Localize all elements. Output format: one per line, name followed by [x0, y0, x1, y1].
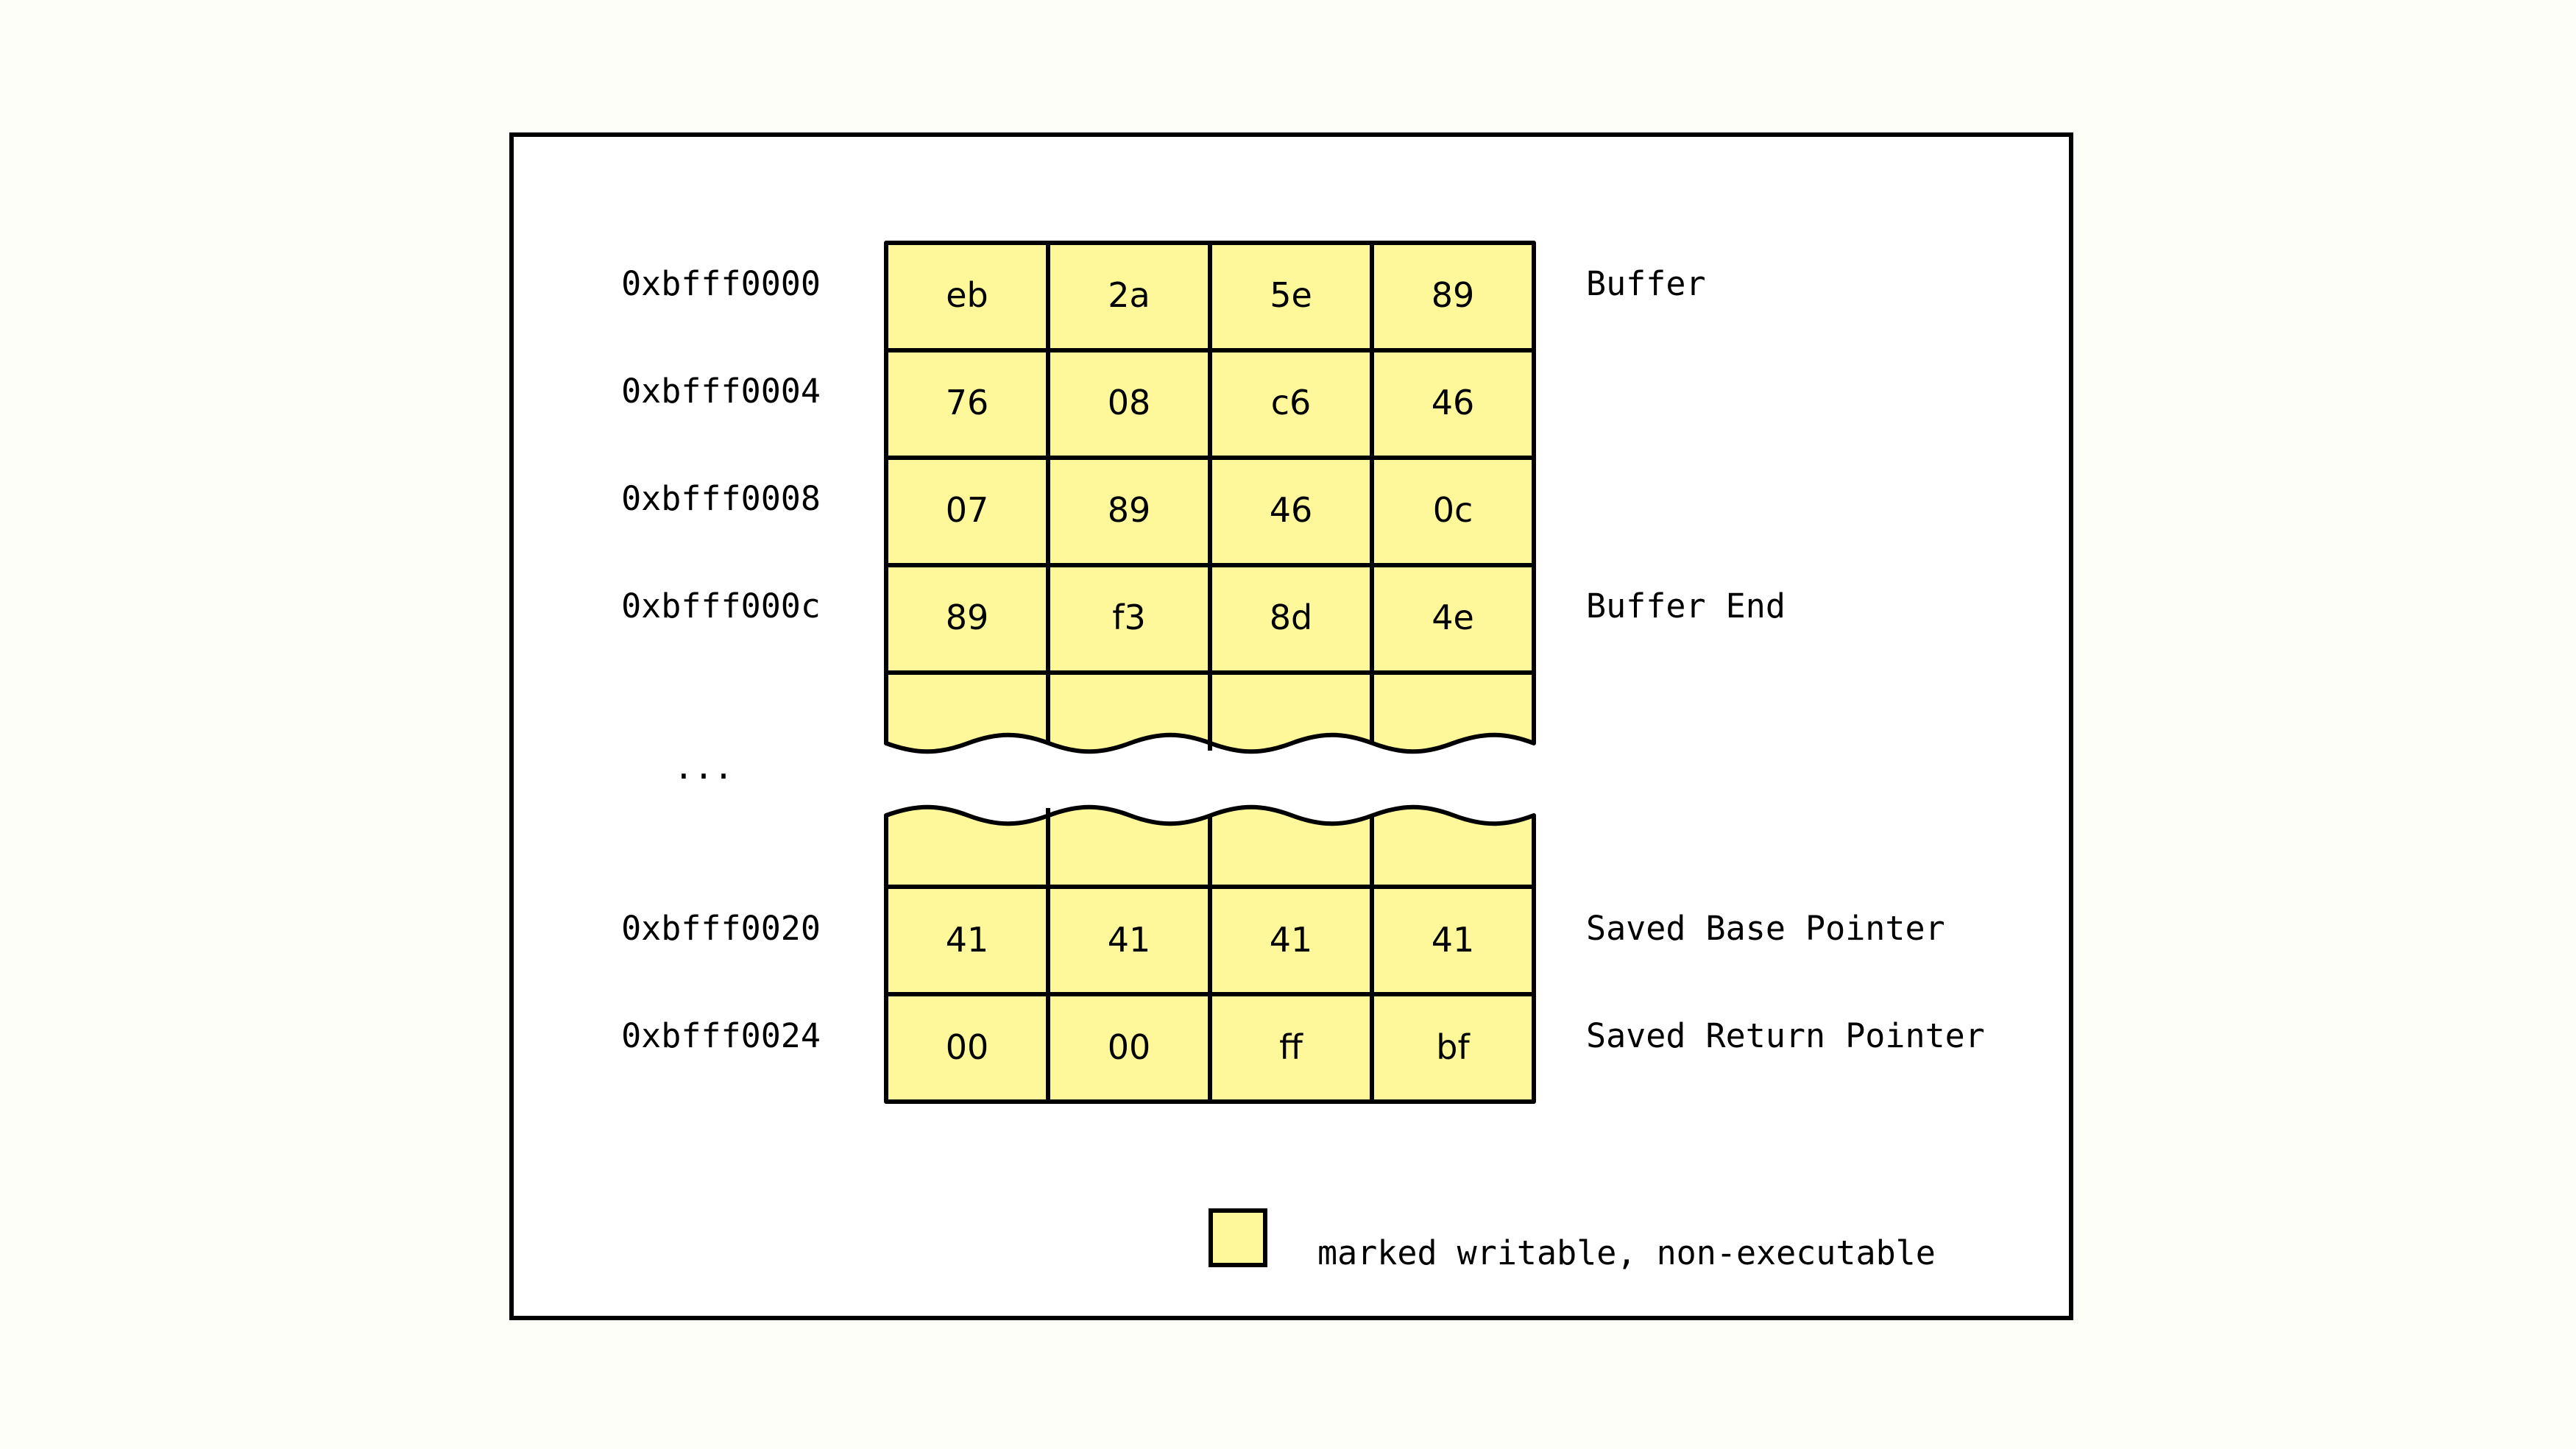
byte-cell: 41 [1432, 920, 1475, 960]
byte-cell: ff [1279, 1027, 1303, 1067]
address-label: 0xbfff0008 [621, 479, 821, 518]
byte-cell: bf [1436, 1027, 1471, 1067]
legend-label: marked writable, non-executable [1317, 1233, 1936, 1272]
memory-block-top: 0xbfff0000 eb 2a 5e 89 Buffer 0xbfff0004… [621, 241, 1786, 754]
memory-block-bottom: 0xbfff0020 41 41 41 41 Saved Base Pointe… [621, 804, 1985, 1104]
byte-cell: 00 [1108, 1027, 1151, 1067]
address-label: 0xbfff0020 [621, 909, 821, 948]
address-label: 0xbfff0024 [621, 1016, 821, 1055]
byte-cell: 41 [1108, 920, 1151, 960]
legend: marked writable, non-executable [1209, 1208, 1936, 1272]
byte-cell: 4e [1432, 598, 1474, 637]
byte-cell: 0c [1433, 490, 1473, 530]
address-label: 0xbfff0000 [621, 264, 821, 303]
byte-cell: 5e [1270, 275, 1312, 315]
region-note: Saved Base Pointer [1586, 909, 1945, 948]
address-label: 0xbfff0004 [621, 372, 821, 411]
byte-cell: 07 [946, 490, 989, 530]
region-note: Buffer End [1586, 587, 1786, 626]
byte-cell: 89 [1108, 490, 1151, 530]
omitted-rows-ellipsis: ... [673, 748, 733, 787]
byte-cell: 46 [1432, 383, 1475, 422]
byte-cell: eb [946, 275, 988, 315]
byte-cell: 2a [1108, 275, 1150, 315]
byte-cell: 89 [1432, 275, 1475, 315]
region-note: Buffer [1586, 264, 1706, 303]
byte-cell: 8d [1270, 598, 1312, 637]
byte-cell: 76 [946, 383, 989, 422]
byte-cell: 08 [1108, 383, 1151, 422]
byte-cell: 41 [1270, 920, 1313, 960]
byte-cell: c6 [1271, 383, 1312, 422]
byte-cell: 46 [1270, 490, 1313, 530]
legend-swatch [1209, 1208, 1267, 1267]
byte-cell: 41 [946, 920, 989, 960]
byte-cell: 89 [946, 598, 989, 637]
byte-cell: 00 [946, 1027, 989, 1067]
address-label: 0xbfff000c [621, 587, 821, 626]
region-note: Saved Return Pointer [1586, 1016, 1985, 1055]
byte-cell: f3 [1112, 598, 1145, 637]
